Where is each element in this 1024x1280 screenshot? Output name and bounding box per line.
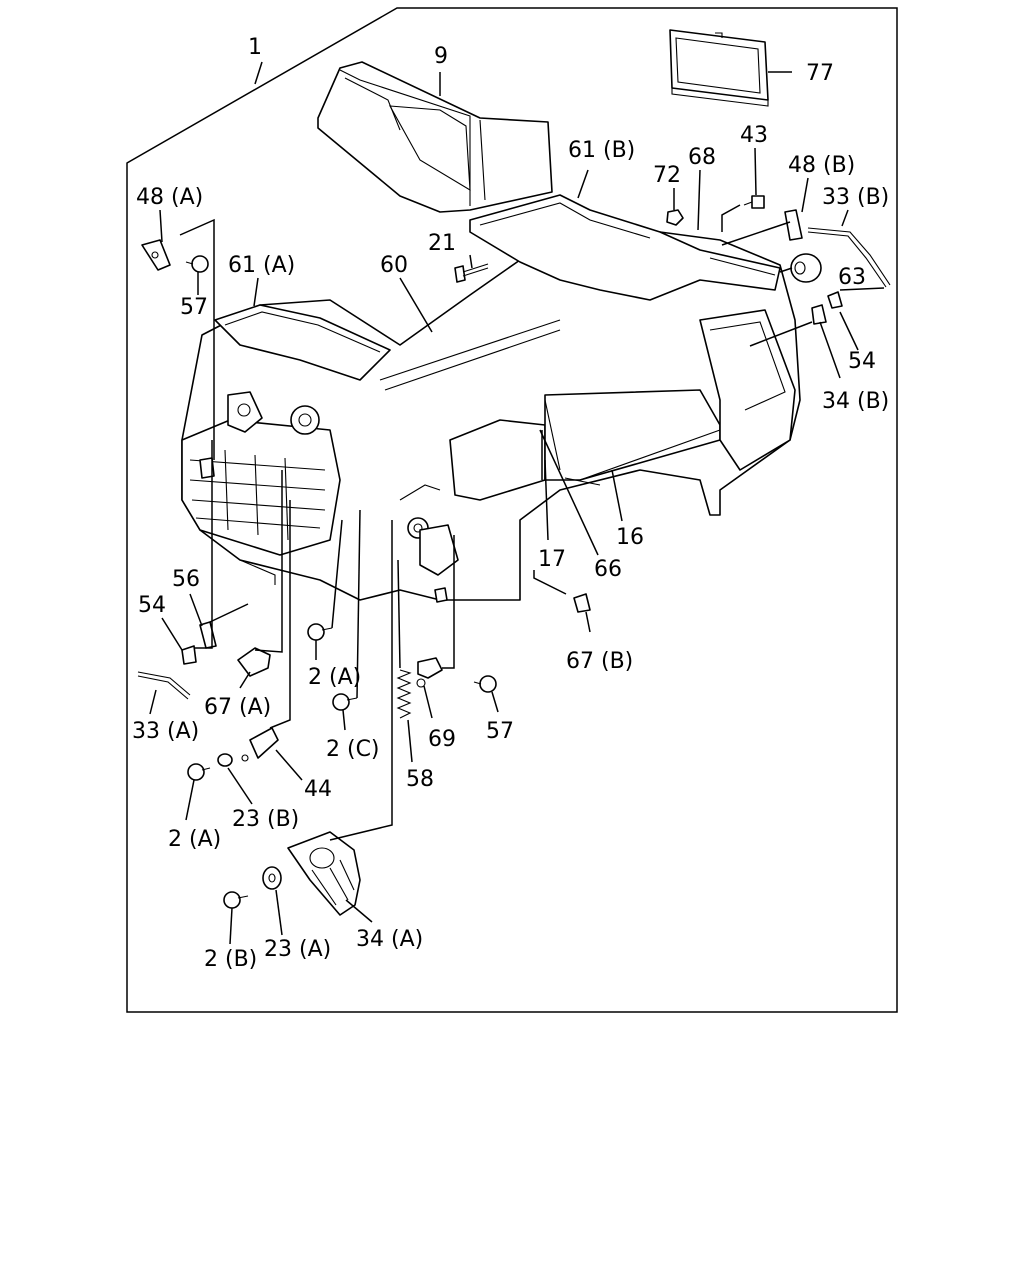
part-2a-screw-upper bbox=[307, 623, 333, 641]
part-54-clip-right bbox=[827, 291, 843, 309]
label-part-23a: 23 (A) bbox=[264, 937, 331, 962]
part-63-grommet bbox=[790, 253, 822, 283]
label-part-54-right: 54 bbox=[848, 349, 876, 374]
part-48b-bracket bbox=[784, 209, 803, 241]
label-part-16: 16 bbox=[616, 525, 644, 550]
label-part-17: 17 bbox=[538, 547, 566, 572]
part-23a-washer bbox=[262, 866, 282, 890]
label-part-57-lower: 57 bbox=[486, 719, 514, 744]
part-2a-screw-lower bbox=[187, 763, 211, 781]
label-part-67a: 67 (A) bbox=[204, 695, 271, 720]
label-part-48a: 48 (A) bbox=[136, 185, 203, 210]
part-33b-rod bbox=[807, 227, 891, 288]
part-58-spring bbox=[396, 669, 412, 719]
label-part-9: 9 bbox=[434, 44, 448, 69]
label-part-2a-lower: 2 (A) bbox=[168, 827, 221, 852]
label-part-67b: 67 (B) bbox=[566, 649, 633, 674]
label-part-34b: 34 (B) bbox=[822, 389, 889, 414]
part-2b-screw bbox=[223, 891, 249, 909]
part-44-link bbox=[241, 727, 279, 762]
part-9-duct bbox=[317, 61, 553, 213]
label-part-61b: 61 (B) bbox=[568, 138, 635, 163]
assembly-frame bbox=[126, 7, 898, 1013]
label-part-60: 60 bbox=[380, 253, 408, 278]
label-part-2a-upper: 2 (A) bbox=[308, 665, 361, 690]
label-part-1: 1 bbox=[248, 35, 262, 60]
label-part-44: 44 bbox=[304, 777, 332, 802]
part-2c-screw bbox=[332, 693, 358, 711]
part-43-screw bbox=[743, 195, 765, 209]
part-67a-clip bbox=[237, 647, 271, 677]
part-54-clip-left bbox=[181, 645, 197, 665]
label-part-2b: 2 (B) bbox=[204, 947, 257, 972]
label-part-58: 58 bbox=[406, 767, 434, 792]
label-part-34a: 34 (A) bbox=[356, 927, 423, 952]
label-part-21: 21 bbox=[428, 231, 456, 256]
label-part-23b: 23 (B) bbox=[232, 807, 299, 832]
part-57-screw-upper bbox=[185, 255, 209, 273]
part-48a-bracket bbox=[141, 239, 171, 271]
part-67b-clip bbox=[573, 593, 591, 613]
label-part-69: 69 bbox=[428, 727, 456, 752]
label-part-33a: 33 (A) bbox=[132, 719, 199, 744]
label-part-61a: 61 (A) bbox=[228, 253, 295, 278]
part-33a-rod bbox=[137, 671, 191, 700]
part-57-screw-lower bbox=[473, 675, 497, 693]
label-part-48b: 48 (B) bbox=[788, 153, 855, 178]
label-part-77: 77 bbox=[806, 61, 834, 86]
label-part-68: 68 bbox=[688, 145, 716, 170]
part-21-bolt bbox=[454, 263, 489, 283]
part-23b-washer bbox=[217, 753, 233, 767]
label-part-66: 66 bbox=[594, 557, 622, 582]
label-part-43: 43 bbox=[740, 123, 768, 148]
leader-lines bbox=[149, 61, 885, 945]
part-34b-clip bbox=[811, 304, 827, 325]
label-part-72: 72 bbox=[653, 163, 681, 188]
label-part-2c: 2 (C) bbox=[326, 737, 380, 762]
part-56-clip bbox=[199, 621, 217, 649]
label-part-57-upper: 57 bbox=[180, 295, 208, 320]
part-77-filter bbox=[669, 29, 769, 107]
part-heater-housing bbox=[181, 194, 801, 603]
label-part-33b: 33 (B) bbox=[822, 185, 889, 210]
label-part-56: 56 bbox=[172, 567, 200, 592]
part-72-nut bbox=[666, 209, 684, 226]
part-69-lever bbox=[416, 657, 443, 688]
label-part-63: 63 bbox=[838, 265, 866, 290]
part-labels: 1 9 77 61 (B) 72 68 43 48 (B) 33 (B) 48 … bbox=[132, 35, 889, 972]
label-part-54-left: 54 bbox=[138, 593, 166, 618]
part-34a-plate bbox=[287, 831, 361, 916]
